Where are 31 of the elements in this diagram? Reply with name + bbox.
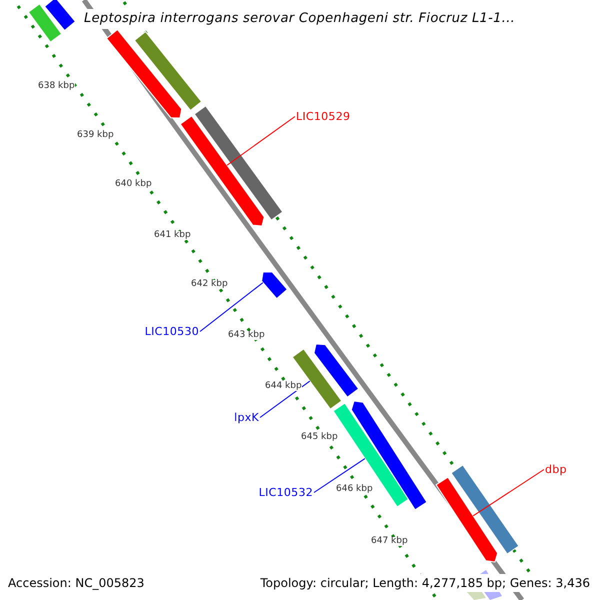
gene-feature bbox=[450, 464, 520, 555]
scale-label: 640 kbp bbox=[115, 180, 152, 189]
scale-label: 647 kbp bbox=[371, 537, 408, 546]
gene-label: LIC10532 bbox=[258, 487, 313, 498]
gene-feature bbox=[194, 105, 284, 221]
gene-feature bbox=[106, 28, 182, 119]
leader-line bbox=[260, 380, 310, 418]
scale-label: 642 kbp bbox=[191, 280, 228, 289]
scale-label: 638 kbp bbox=[38, 82, 75, 91]
leader-line bbox=[314, 458, 366, 493]
gene-feature bbox=[261, 272, 288, 300]
gene-feature bbox=[28, 3, 62, 43]
gene-label: LIC10530 bbox=[144, 326, 199, 337]
scale-label: 641 kbp bbox=[154, 231, 191, 240]
gene-feature bbox=[180, 115, 265, 227]
gene-feature bbox=[44, 0, 76, 32]
leader-line bbox=[200, 282, 264, 332]
gene-label: LIC10529 bbox=[296, 111, 350, 122]
leader-line bbox=[472, 469, 544, 516]
gene-feature bbox=[435, 476, 498, 563]
gene-feature bbox=[134, 30, 202, 112]
gene-feature bbox=[313, 343, 360, 398]
scale-label: 639 kbp bbox=[77, 131, 114, 140]
genome-summary-text: Topology: circular; Length: 4,277,185 bp; Genes: 3,436 bbox=[260, 574, 590, 592]
leader-line bbox=[226, 116, 296, 166]
gene-label: dbp bbox=[545, 464, 567, 475]
gene-label: lpxK bbox=[234, 412, 259, 423]
scale-label: 644 kbp bbox=[265, 382, 302, 391]
scale-label: 643 kbp bbox=[228, 331, 265, 340]
scale-label: 646 kbp bbox=[336, 485, 373, 494]
scale-label: 645 kbp bbox=[301, 433, 338, 442]
